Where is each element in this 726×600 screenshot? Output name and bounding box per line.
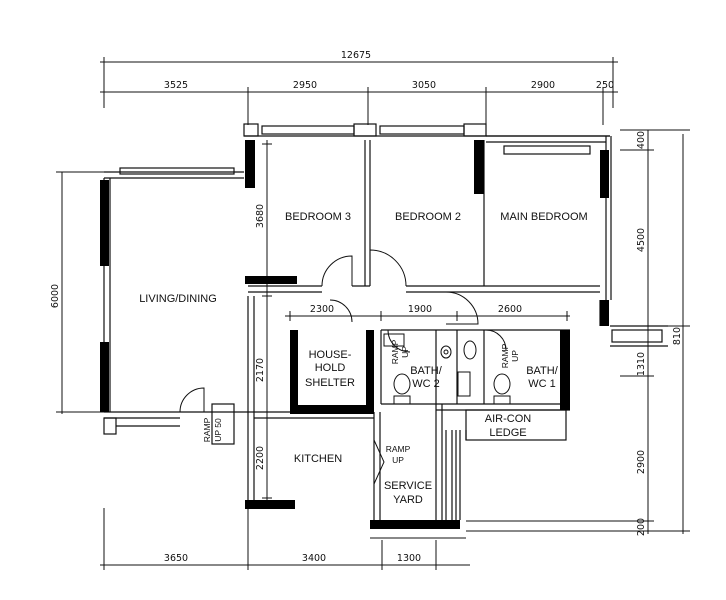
label-living-dining: LIVING/DINING: [139, 293, 217, 305]
dim-inner-left-2: 2170: [255, 358, 266, 382]
wall-outlines: [103, 123, 668, 522]
dim-bottom-1: 3650: [164, 553, 188, 564]
dim-top-3: 3050: [412, 80, 436, 91]
solid-walls: [100, 140, 609, 529]
ramp-labels: RAMP UP 50 RAMP UP RAMP UP RAMP UP: [202, 339, 520, 465]
label-ramp-entrance-1: RAMP: [202, 417, 212, 442]
label-bedroom-2: BEDROOM 2: [395, 211, 461, 223]
label-ramp-bath2-1: RAMP: [390, 339, 400, 364]
dim-inner-left-1: 3680: [255, 204, 266, 228]
dim-right-4: 2900: [636, 450, 647, 474]
dimension-labels: 12675 3525 2950 3050 2900 250 2300 1900 …: [50, 50, 683, 564]
label-ramp-bath1-1: RAMP: [500, 343, 510, 368]
bath-fixtures: [383, 333, 511, 405]
dim-right-3: 1310: [636, 352, 647, 376]
label-bath1-1: BATH/: [526, 365, 559, 377]
dim-side-mark: 810: [672, 327, 683, 345]
dim-mid-2: 1900: [408, 304, 432, 315]
label-shelter-1: HOUSE-: [309, 349, 352, 361]
label-service-yard-1: SERVICE: [384, 480, 432, 492]
dim-top-4: 2900: [531, 80, 555, 91]
dim-bottom-3: 1300: [397, 553, 421, 564]
dim-right-1: 400: [636, 131, 647, 149]
room-labels: BEDROOM 3 BEDROOM 2 MAIN BEDROOM LIVING/…: [139, 211, 588, 506]
label-shelter-2: HOLD: [315, 362, 346, 374]
dim-top-2: 2950: [293, 80, 317, 91]
label-main-bedroom: MAIN BEDROOM: [500, 211, 587, 223]
dim-mid-1: 2300: [310, 304, 334, 315]
label-shelter-3: SHELTER: [305, 377, 355, 389]
label-ramp-entrance-2: UP 50: [213, 418, 223, 442]
label-service-yard-2: YARD: [393, 494, 423, 506]
label-bath1-2: WC 1: [528, 378, 556, 390]
label-ramp-service-2: UP: [392, 455, 404, 465]
door-swings: [179, 249, 507, 485]
dim-top-1: 3525: [164, 80, 188, 91]
label-ramp-bath1-2: UP: [510, 350, 520, 362]
dim-overall-top: 12675: [341, 50, 371, 61]
label-ramp-bath2-2: UP: [400, 346, 410, 358]
dim-right-2: 4500: [636, 228, 647, 252]
label-aircon-2: LEDGE: [489, 427, 526, 439]
dim-left: 6000: [50, 284, 61, 308]
dimension-lines: [56, 57, 690, 570]
dim-top-5: 250: [596, 80, 614, 91]
label-bath2-1: BATH/: [410, 365, 443, 377]
dim-bottom-2: 3400: [302, 553, 326, 564]
label-bath2-2: WC 2: [412, 378, 440, 390]
dim-right-5: 200: [636, 518, 647, 536]
dim-inner-left-3: 2200: [255, 446, 266, 470]
dim-mid-3: 2600: [498, 304, 522, 315]
label-bedroom-3: BEDROOM 3: [285, 211, 351, 223]
label-aircon-1: AIR-CON: [485, 413, 532, 425]
label-kitchen: KITCHEN: [294, 453, 342, 465]
label-ramp-service-1: RAMP: [386, 444, 411, 454]
